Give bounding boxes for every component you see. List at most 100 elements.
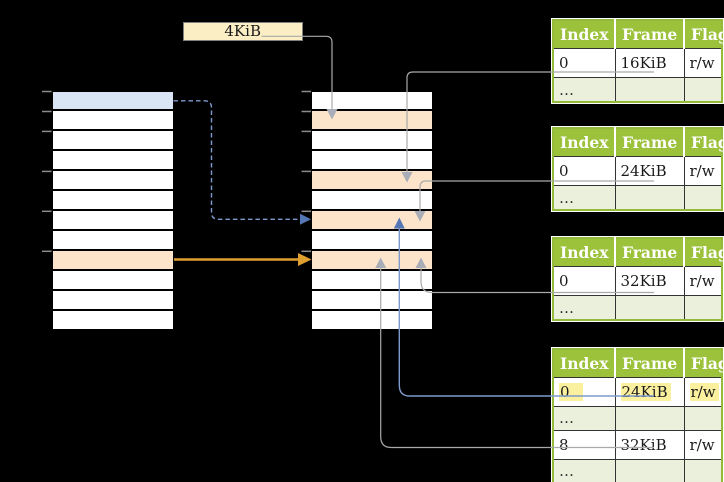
column-header-frame: Frame — [615, 20, 685, 50]
memory-row-white — [52, 231, 173, 250]
table-row-ellipsis: … — [552, 185, 723, 211]
table-cell — [683, 295, 723, 321]
table-cell-text: … — [559, 462, 574, 481]
virtual-memory-column — [52, 91, 173, 330]
table-row-ellipsis: … — [552, 458, 723, 482]
table-cell: 24KiB — [614, 156, 685, 187]
memory-row-white — [52, 271, 173, 290]
column-header-index: Index — [553, 238, 616, 268]
column-header-flags: Flags — [684, 20, 724, 50]
table-cell — [683, 77, 723, 103]
memory-row-white — [312, 231, 433, 250]
memory-row-white — [312, 151, 433, 170]
page-table-level2-24kib: IndexFrameFlags024KiBr/w… — [552, 127, 724, 212]
page-table-level2-32kib: IndexFrameFlags 0 32KiB r/w … — [552, 237, 724, 322]
table-cell — [614, 185, 685, 211]
table-row-ellipsis: … — [552, 77, 723, 103]
column-header-flags: Flags — [684, 238, 724, 268]
table-row-ellipsis: … — [552, 405, 723, 431]
table-cell: 16KiB — [614, 48, 685, 79]
memory-row-white — [312, 131, 433, 150]
table-cell-text: … — [559, 188, 574, 207]
table-cell: 32KiB — [614, 266, 685, 297]
page-table-level1: IndexFrameFlags024KiBr/w…832KiBr/w… — [552, 347, 724, 482]
memory-row-orange — [52, 251, 173, 270]
table-cell: 8 — [552, 429, 616, 460]
table-cell: … — [552, 185, 616, 211]
memory-row-orange — [312, 111, 433, 130]
table-cell: … — [552, 405, 616, 431]
table-cell-text: r/w — [689, 162, 715, 181]
physical-memory-column — [312, 91, 433, 330]
table-header-row: IndexFrameFlags — [553, 20, 724, 50]
table-cell: … — [552, 458, 616, 482]
memory-row-white — [52, 191, 173, 210]
table-header-row: IndexFrameFlags — [553, 128, 724, 158]
table-cell-text: 32KiB — [620, 435, 667, 454]
table-row-data: 0 32KiB r/w — [552, 266, 723, 297]
memory-row-white — [52, 151, 173, 170]
table-cell: 32KiB — [614, 429, 685, 460]
column-header-index: Index — [553, 20, 616, 50]
table-cell-text: r/w — [689, 54, 715, 73]
table-cell-text: r/w — [689, 435, 715, 454]
table-cell — [683, 458, 723, 482]
table-cell — [683, 185, 723, 211]
column-header-index: Index — [553, 128, 616, 158]
arrowhead-orange — [298, 253, 312, 266]
memory-row-white — [312, 311, 433, 330]
virtual-page-dashed-connector — [173, 100, 300, 220]
table-cell-text: 16KiB — [620, 54, 667, 73]
table-cell-text: 24KiB — [620, 162, 667, 181]
memory-row-white — [312, 291, 433, 310]
page-table-level2-16kib: IndexFrameFlags 0 16KiB r/w … — [552, 19, 724, 104]
table-cell — [614, 77, 685, 103]
memory-row-blue — [52, 91, 173, 110]
table-cell-text: 24KiB — [620, 382, 671, 401]
table-cell — [614, 295, 685, 321]
table-cell-text: … — [559, 80, 574, 99]
memory-row-white — [52, 171, 173, 190]
table-cell: 24KiB — [614, 376, 685, 407]
table-cell: 0 — [552, 156, 616, 187]
table-cell-text: 0 — [559, 54, 569, 73]
table-cell-text: 0 — [559, 272, 569, 291]
page-size-label: 4KiB — [182, 22, 303, 42]
memory-row-white — [312, 271, 433, 290]
memory-row-white — [52, 211, 173, 230]
table-cell: … — [552, 77, 616, 103]
table-cell: r/w — [683, 429, 723, 460]
column-header-index: Index — [553, 348, 616, 378]
table-row-data: 0 24KiB r/w — [552, 376, 723, 407]
arrowhead-right-dashed — [300, 213, 311, 225]
table-cell-text: 8 — [559, 435, 569, 454]
table-row-ellipsis: … — [552, 295, 723, 321]
table-cell: r/w — [683, 48, 723, 79]
column-header-flags: Flags — [684, 348, 724, 378]
table-cell-text: … — [559, 298, 574, 317]
table-cell: r/w — [683, 156, 723, 187]
table-cell-text: r/w — [689, 272, 715, 291]
table-cell: … — [552, 295, 616, 321]
table-cell-text: … — [559, 409, 574, 428]
table-header-row: IndexFrameFlags — [553, 238, 724, 268]
table-cell-text: r/w — [689, 382, 719, 401]
table-cell-text: 0 — [559, 382, 583, 401]
memory-row-white — [52, 131, 173, 150]
memory-row-white — [312, 191, 433, 210]
table-row-data: 8 32KiB r/w — [552, 429, 723, 460]
table-cell: 0 — [552, 376, 616, 407]
memory-row-white — [52, 111, 173, 130]
memory-row-white — [52, 291, 173, 310]
memory-row-orange — [312, 251, 433, 270]
table-cell: 0 — [552, 48, 616, 79]
table-cell — [614, 405, 685, 431]
column-header-frame: Frame — [615, 128, 685, 158]
column-header-flags: Flags — [684, 128, 724, 158]
table-cell — [614, 458, 685, 482]
table-cell-text: 32KiB — [620, 272, 667, 291]
memory-row-orange — [312, 171, 433, 190]
table-cell: r/w — [683, 266, 723, 297]
